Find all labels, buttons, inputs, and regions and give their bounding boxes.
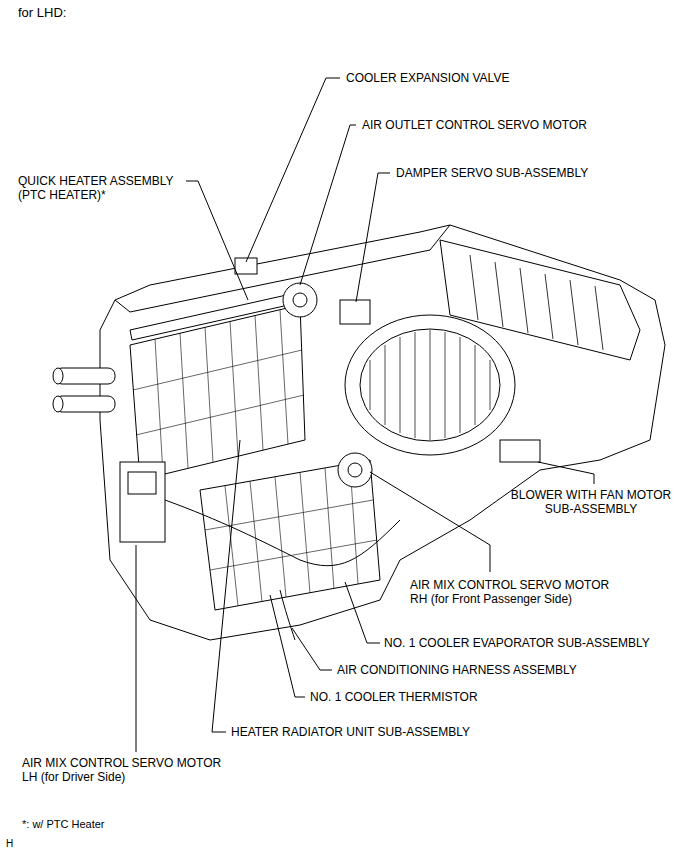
part-name: QUICK HEATER ASSEMBLY (PTC HEATER)* — [18, 174, 190, 202]
part-name: COOLER EXPANSION VALVE — [346, 71, 509, 85]
part-name: HEATER RADIATOR UNIT SUB-ASSEMBLY — [231, 725, 470, 739]
page-mark: H — [6, 837, 13, 851]
part-name: AIR CONDITIONING HARNESS ASSEMBLY — [337, 663, 577, 677]
part-name: AIR MIX CONTROL SERVO MOTOR LH (for Driv… — [22, 756, 230, 784]
part-name: AIR MIX CONTROL SERVO MOTOR RH (for Fron… — [410, 578, 622, 606]
part-name: AIR OUTLET CONTROL SERVO MOTOR — [362, 118, 587, 132]
footnote: *: w/ PTC Heater — [22, 817, 105, 831]
part-name: NO. 1 COOLER THERMISTOR — [310, 690, 478, 704]
diagram-title: for LHD: — [18, 6, 66, 20]
part-name: NO. 1 COOLER EVAPORATOR SUB-ASSEMBLY — [384, 636, 650, 650]
part-name: BLOWER WITH FAN MOTOR SUB-ASSEMBLY — [505, 488, 677, 516]
part-name: DAMPER SERVO SUB-ASSEMBLY — [396, 166, 588, 180]
